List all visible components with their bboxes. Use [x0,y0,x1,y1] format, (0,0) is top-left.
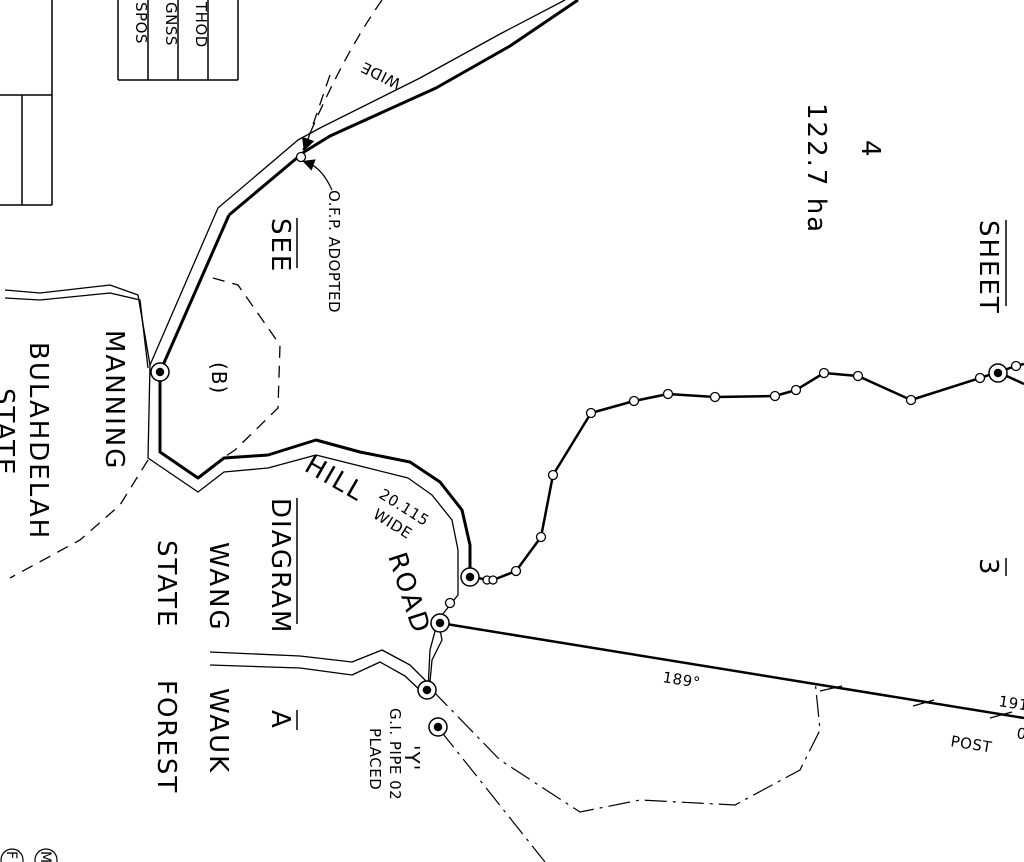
mark-y: 'Y' [400,745,424,771]
road-word-hill: HILL [300,450,371,508]
table-text: THOD GNSS SPOS [132,1,210,48]
labels: 4 122.7 ha SHEET 3 SEE DIAGRAM A WANG WA… [0,58,1024,862]
survey-marks [150,362,1008,737]
other-forest-line2: BULAHDELAH [23,342,53,540]
table-cell-thod: THOD [192,1,210,48]
other-forest-line3: STATE [0,388,19,476]
table-cell-gnss: GNSS [162,2,180,46]
upper-road-wide: WIDE [358,58,404,93]
bearing-189: 189° [661,668,701,692]
traverse-points [295,151,1022,609]
manning-boundary-2 [4,292,149,369]
forest-line4: FOREST [151,680,181,794]
see-sheet-word: SHEET [973,220,1003,315]
diagram-letter: A [265,710,295,730]
method-table [0,0,239,206]
diagram-word: DIAGRAM [265,498,295,634]
other-forest-line1: MANNING [99,330,129,470]
forest-line3: STATE [151,540,181,628]
road-word-road: ROAD [381,549,435,638]
dashed-boundaries [9,0,383,579]
circle-m-label: M [37,851,53,862]
sheet-number: 3 [973,558,1003,577]
forest-line1: WANG [203,542,233,632]
bearing-ticks [819,685,1013,719]
lot-area: 122.7 ha [801,103,831,234]
bearing-191: 191 [997,692,1024,714]
ofp-leader [302,159,333,191]
post-word: POST [949,732,993,756]
ofp-arrow-line [301,74,331,152]
ofp-note: O.F.P. ADOPTED [325,190,343,313]
boundary-thick [158,214,472,576]
upper-road [217,0,579,217]
table-cell-spos: SPOS [132,2,150,44]
pipe-note-line2: PLACED [366,728,384,790]
bearing-line [439,621,1024,720]
bottom-circles [0,848,58,862]
dash-dot-boundaries [431,679,821,862]
circle-f-label: F [3,851,19,859]
forest-line2: WAUK [203,688,233,774]
lot-number: 4 [855,140,885,159]
see-word: SEE [265,218,295,273]
pipe-note-line1: G.I. PIPE 02 [386,708,404,800]
parcel-b-label: (B) [207,362,231,394]
edge-zero: 0 [1015,724,1024,743]
